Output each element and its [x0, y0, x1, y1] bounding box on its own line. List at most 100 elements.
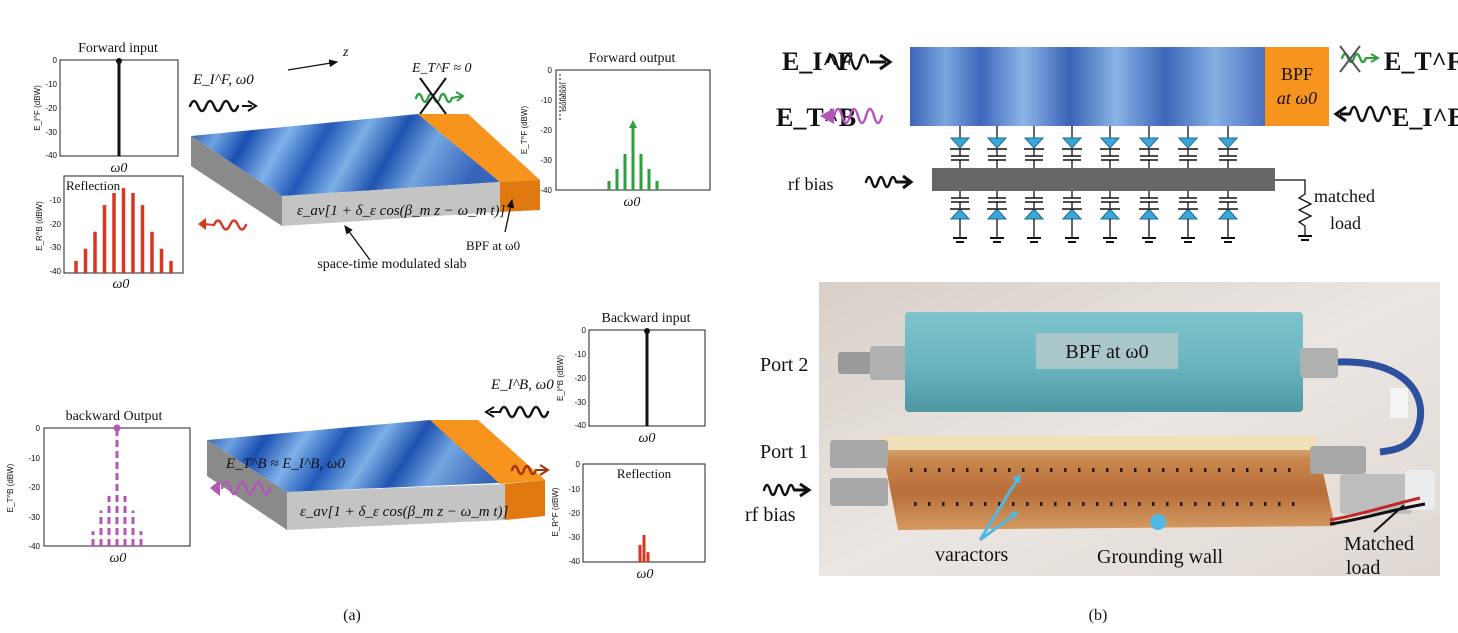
- bar-group: [91, 424, 143, 546]
- via: [1250, 502, 1253, 506]
- transmitted-forward-wave: E_T^F ≈ 0: [411, 61, 471, 115]
- y-tick: -40: [568, 557, 580, 566]
- via: [1022, 468, 1025, 472]
- chart-forward-output: Forward output 0 -10 -20 -30 -40 E_T^F (…: [520, 51, 711, 210]
- via: [1180, 502, 1183, 506]
- y-tick: 0: [582, 326, 587, 335]
- via: [1264, 502, 1267, 506]
- bar-marker: [116, 58, 122, 64]
- via: [1292, 502, 1295, 506]
- bpf-front: [500, 180, 540, 212]
- x-axis-label: ω0: [637, 567, 654, 582]
- chart-title: Forward output: [589, 51, 676, 66]
- y-tick: -10: [568, 485, 580, 494]
- z-label: z: [342, 45, 349, 60]
- slab-front: [282, 182, 500, 226]
- isolation-label: isolation: [559, 82, 568, 111]
- y-tick: -20: [28, 483, 40, 492]
- matched-load-pointer: [1373, 504, 1405, 533]
- matched-load-label-1: matched: [1314, 186, 1375, 206]
- via: [1232, 468, 1235, 472]
- chart-reflection-top: Reflection -10 -20 -30 -40 E_R^B (dBW) ω…: [35, 175, 184, 292]
- via: [1096, 502, 1099, 506]
- y-tick: -40: [49, 267, 61, 276]
- via: [1078, 468, 1081, 472]
- y-axis-label: E_R^F (dBW): [551, 487, 560, 536]
- chart-title: Reflection: [617, 466, 672, 481]
- via: [1064, 468, 1067, 472]
- via: [1162, 468, 1165, 472]
- transmitted-zero-label: E_T^F ≈ 0: [411, 61, 471, 76]
- via: [1082, 502, 1085, 506]
- y-axis-label: E_R^B (dBW): [35, 201, 44, 251]
- incident-backward-wave: E_I^B, ω0: [484, 377, 554, 419]
- y-tick: -10: [45, 80, 57, 89]
- schematic: BPF at ω0 E_I^F E_T^F E_T^B E_I^B rf bia…: [776, 45, 1458, 243]
- via: [1166, 502, 1169, 506]
- pcb-board: [880, 436, 1335, 530]
- via: [1278, 502, 1281, 506]
- caption-a: (a): [343, 607, 361, 624]
- y-tick: -10: [574, 350, 586, 359]
- slab-bottom: ε_av[1 + δ_ε cos(β_m z − ω_m t)] E_T^B ≈…: [207, 420, 550, 530]
- via: [1222, 502, 1225, 506]
- photo-matched-2: load: [1346, 557, 1380, 579]
- bpf-photo-label-bg: [1036, 333, 1178, 369]
- y-tick: -10: [49, 196, 61, 205]
- peak-marker: [629, 120, 637, 128]
- bpf-block: [418, 114, 540, 182]
- y-axis-label: E_I^B (dBW): [556, 355, 565, 401]
- via: [1218, 468, 1221, 472]
- chart-backward-output: backward Output 0 -10 -20 -30 -40 E_T^B …: [6, 409, 191, 566]
- via: [1026, 502, 1029, 506]
- chart-backward-input: Backward input 0 -10 -20 -30 -40 E_I^B (…: [556, 311, 706, 446]
- via: [984, 502, 987, 506]
- varactor-cell: [1099, 126, 1121, 243]
- varactor-pointer: [978, 474, 1022, 541]
- y-tick: -30: [568, 533, 580, 542]
- grounding-marker: [1150, 514, 1166, 530]
- via: [1068, 502, 1071, 506]
- port2-label: Port 2: [760, 354, 808, 376]
- via: [942, 502, 945, 506]
- via-array: [910, 468, 1295, 506]
- via: [1204, 468, 1207, 472]
- slab-annotation: space-time modulated slab: [317, 224, 467, 272]
- via: [1274, 468, 1277, 472]
- y-tick: 0: [548, 66, 553, 75]
- bpf-front: [505, 480, 545, 520]
- via: [1092, 468, 1095, 472]
- photo-rf-bias-label: rf bias: [745, 504, 796, 526]
- bias-line: [932, 168, 1275, 191]
- chart-title: backward Output: [66, 409, 163, 424]
- ei-f-label: E_I^F: [782, 47, 853, 76]
- matched-load-label-2: load: [1330, 213, 1361, 233]
- port1-label: Port 1: [760, 441, 808, 463]
- varactor-cell: [1177, 126, 1199, 243]
- x-axis-label: ω0: [110, 551, 127, 566]
- et-f-label: E_T^F: [1384, 47, 1458, 76]
- varactor-cell: [949, 126, 971, 243]
- permittivity-formula: ε_av[1 + δ_ε cos(β_m z − ω_m t)]: [297, 203, 506, 219]
- via: [1176, 468, 1179, 472]
- modulated-slab-surface: [207, 420, 520, 492]
- matched-load-resistor: [1275, 179, 1313, 236]
- bpf-label-a: BPF at ω0: [466, 238, 520, 253]
- varactor-pointer: [979, 510, 1019, 542]
- y-tick: -40: [45, 151, 57, 160]
- slab-label: space-time modulated slab: [317, 257, 466, 272]
- via: [998, 502, 1001, 506]
- incident-forward-wave: E_I^F, ω0: [188, 72, 258, 113]
- y-tick: -10: [28, 454, 40, 463]
- via: [980, 468, 983, 472]
- y-tick: -30: [540, 156, 552, 165]
- photo-bpf-label: BPF at ω0: [1065, 341, 1148, 363]
- y-axis-label: E_I^F (dBW): [33, 85, 42, 131]
- via: [938, 468, 941, 472]
- chart-reflection-bottom: Reflection 0 -10 -20 -30 -40 E_R^F (dBW)…: [551, 460, 706, 582]
- varactor-cell: [1061, 126, 1083, 243]
- via: [1288, 468, 1291, 472]
- y-tick: -20: [568, 509, 580, 518]
- via: [1036, 468, 1039, 472]
- modulated-line: [910, 47, 1265, 126]
